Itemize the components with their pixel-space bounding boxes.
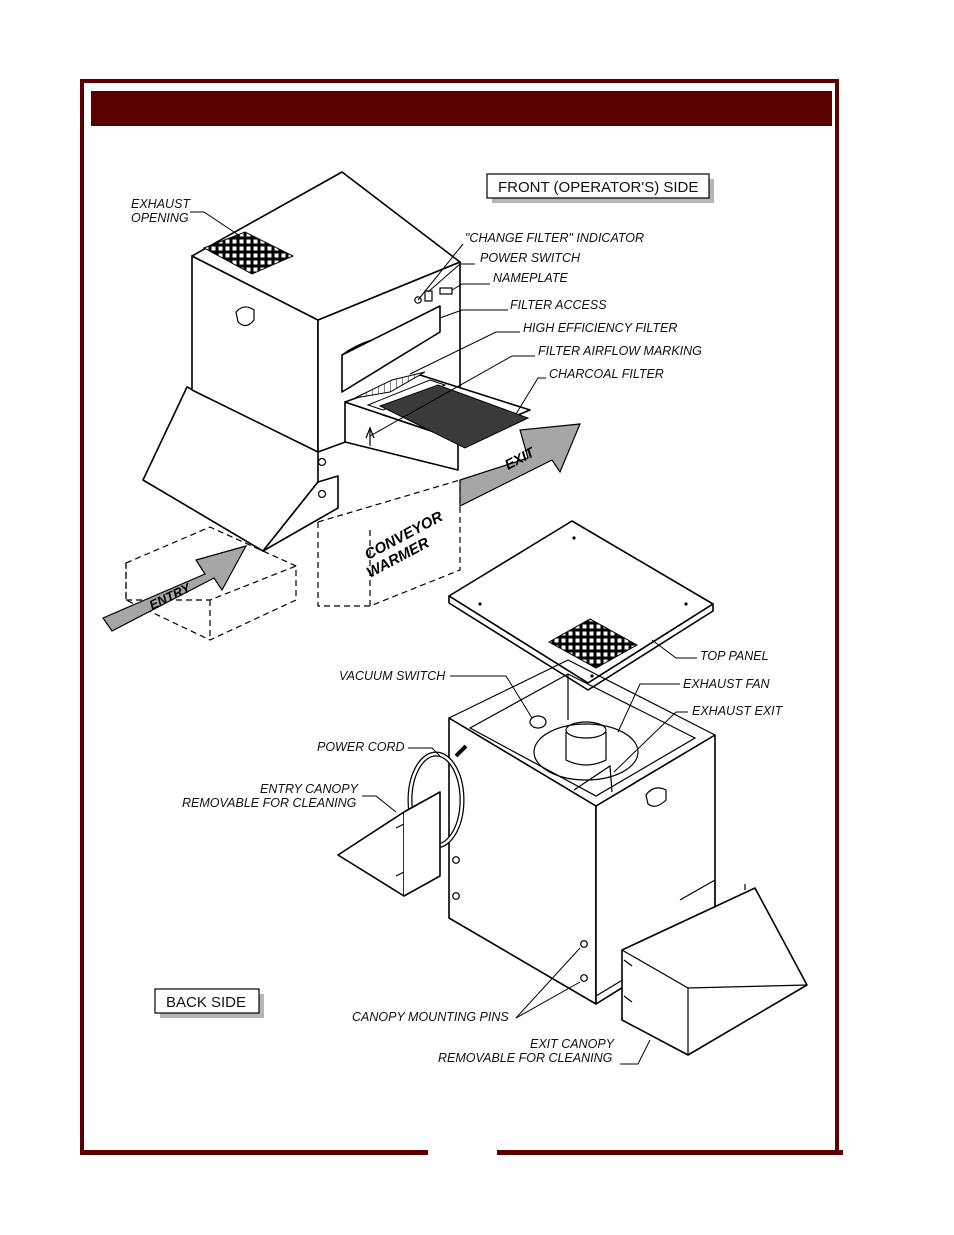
conveyor-warmer-outline [317, 479, 461, 607]
callouts: FRONT (OPERATOR'S) SIDE BACK SIDE EXHAUS… [131, 173, 784, 1065]
header-bar [91, 91, 832, 126]
handle-icon [235, 306, 255, 327]
power-switch-label: POWER SWITCH [480, 251, 581, 265]
exhaust-opening-label-2: OPENING [131, 211, 189, 225]
exhaust-grid-icon [202, 231, 295, 275]
nameplate-icon [439, 287, 453, 295]
bottom-rule-left [80, 1150, 428, 1155]
bottom-rule-right [497, 1150, 843, 1155]
high-efficiency-filter [354, 371, 426, 399]
canopy-pin-icon [580, 940, 588, 948]
page-frame [80, 79, 839, 1152]
canopy-mounting-pins-label: CANOPY MOUNTING PINS [352, 1010, 509, 1024]
exit-arrow [459, 423, 581, 507]
front-side-box [486, 173, 710, 199]
back-handle-icon [645, 787, 667, 807]
entry-canopy-label-2: REMOVABLE FOR CLEANING [182, 796, 357, 810]
nameplate-label: NAMEPLATE [493, 271, 568, 285]
front-assembly: CONVEYOR WARMER EXIT ENTRY [102, 171, 581, 641]
filter-access-label: FILTER ACCESS [510, 298, 607, 312]
change-filter-indicator-icon [414, 296, 422, 304]
filter-airflow-marking-label: FILTER AIRFLOW MARKING [538, 344, 702, 358]
back-side-box [154, 988, 260, 1014]
charcoal-filter [378, 384, 530, 449]
exhaust-fan-label: EXHAUST FAN [683, 677, 771, 691]
top-panel [448, 520, 714, 691]
exhaust-exit-label: EXHAUST EXIT [692, 704, 784, 718]
top-panel-grid-icon [547, 618, 639, 669]
entry-conveyor-outline [125, 526, 297, 641]
vacuum-switch-icon [529, 715, 547, 729]
back-side-label: BACK SIDE [166, 994, 246, 1011]
exit-canopy-label-1: EXIT CANOPY [530, 1037, 616, 1051]
exit-canopy [621, 884, 808, 1056]
exit-canopy-label-2: REMOVABLE FOR CLEANING [438, 1051, 613, 1065]
back-assembly [337, 520, 808, 1056]
filter-drawer [344, 371, 531, 471]
high-efficiency-filter-label: HIGH EFFICIENCY FILTER [523, 321, 677, 335]
entry-canopy [337, 791, 441, 897]
exhaust-fan-icon [533, 723, 639, 781]
canopy-pin-icon [580, 974, 588, 982]
power-cord-label: POWER CORD [317, 740, 405, 754]
filter-access-door [341, 305, 441, 393]
exhaust-opening-label-1: EXHAUST [131, 197, 191, 211]
leader-lines [190, 211, 697, 1065]
entry-arrow-label: ENTRY [147, 579, 194, 612]
entry-hood [142, 386, 339, 552]
front-side-label: FRONT (OPERATOR'S) SIDE [498, 179, 698, 196]
entry-arrow [102, 545, 248, 632]
vacuum-switch-label: VACUUM SWITCH [339, 669, 446, 683]
entry-canopy-label-1: ENTRY CANOPY [260, 782, 360, 796]
change-filter-indicator-label: "CHANGE FILTER" INDICATOR [465, 231, 644, 245]
top-panel-label: TOP PANEL [700, 649, 769, 663]
charcoal-filter-label: CHARCOAL FILTER [549, 367, 664, 381]
